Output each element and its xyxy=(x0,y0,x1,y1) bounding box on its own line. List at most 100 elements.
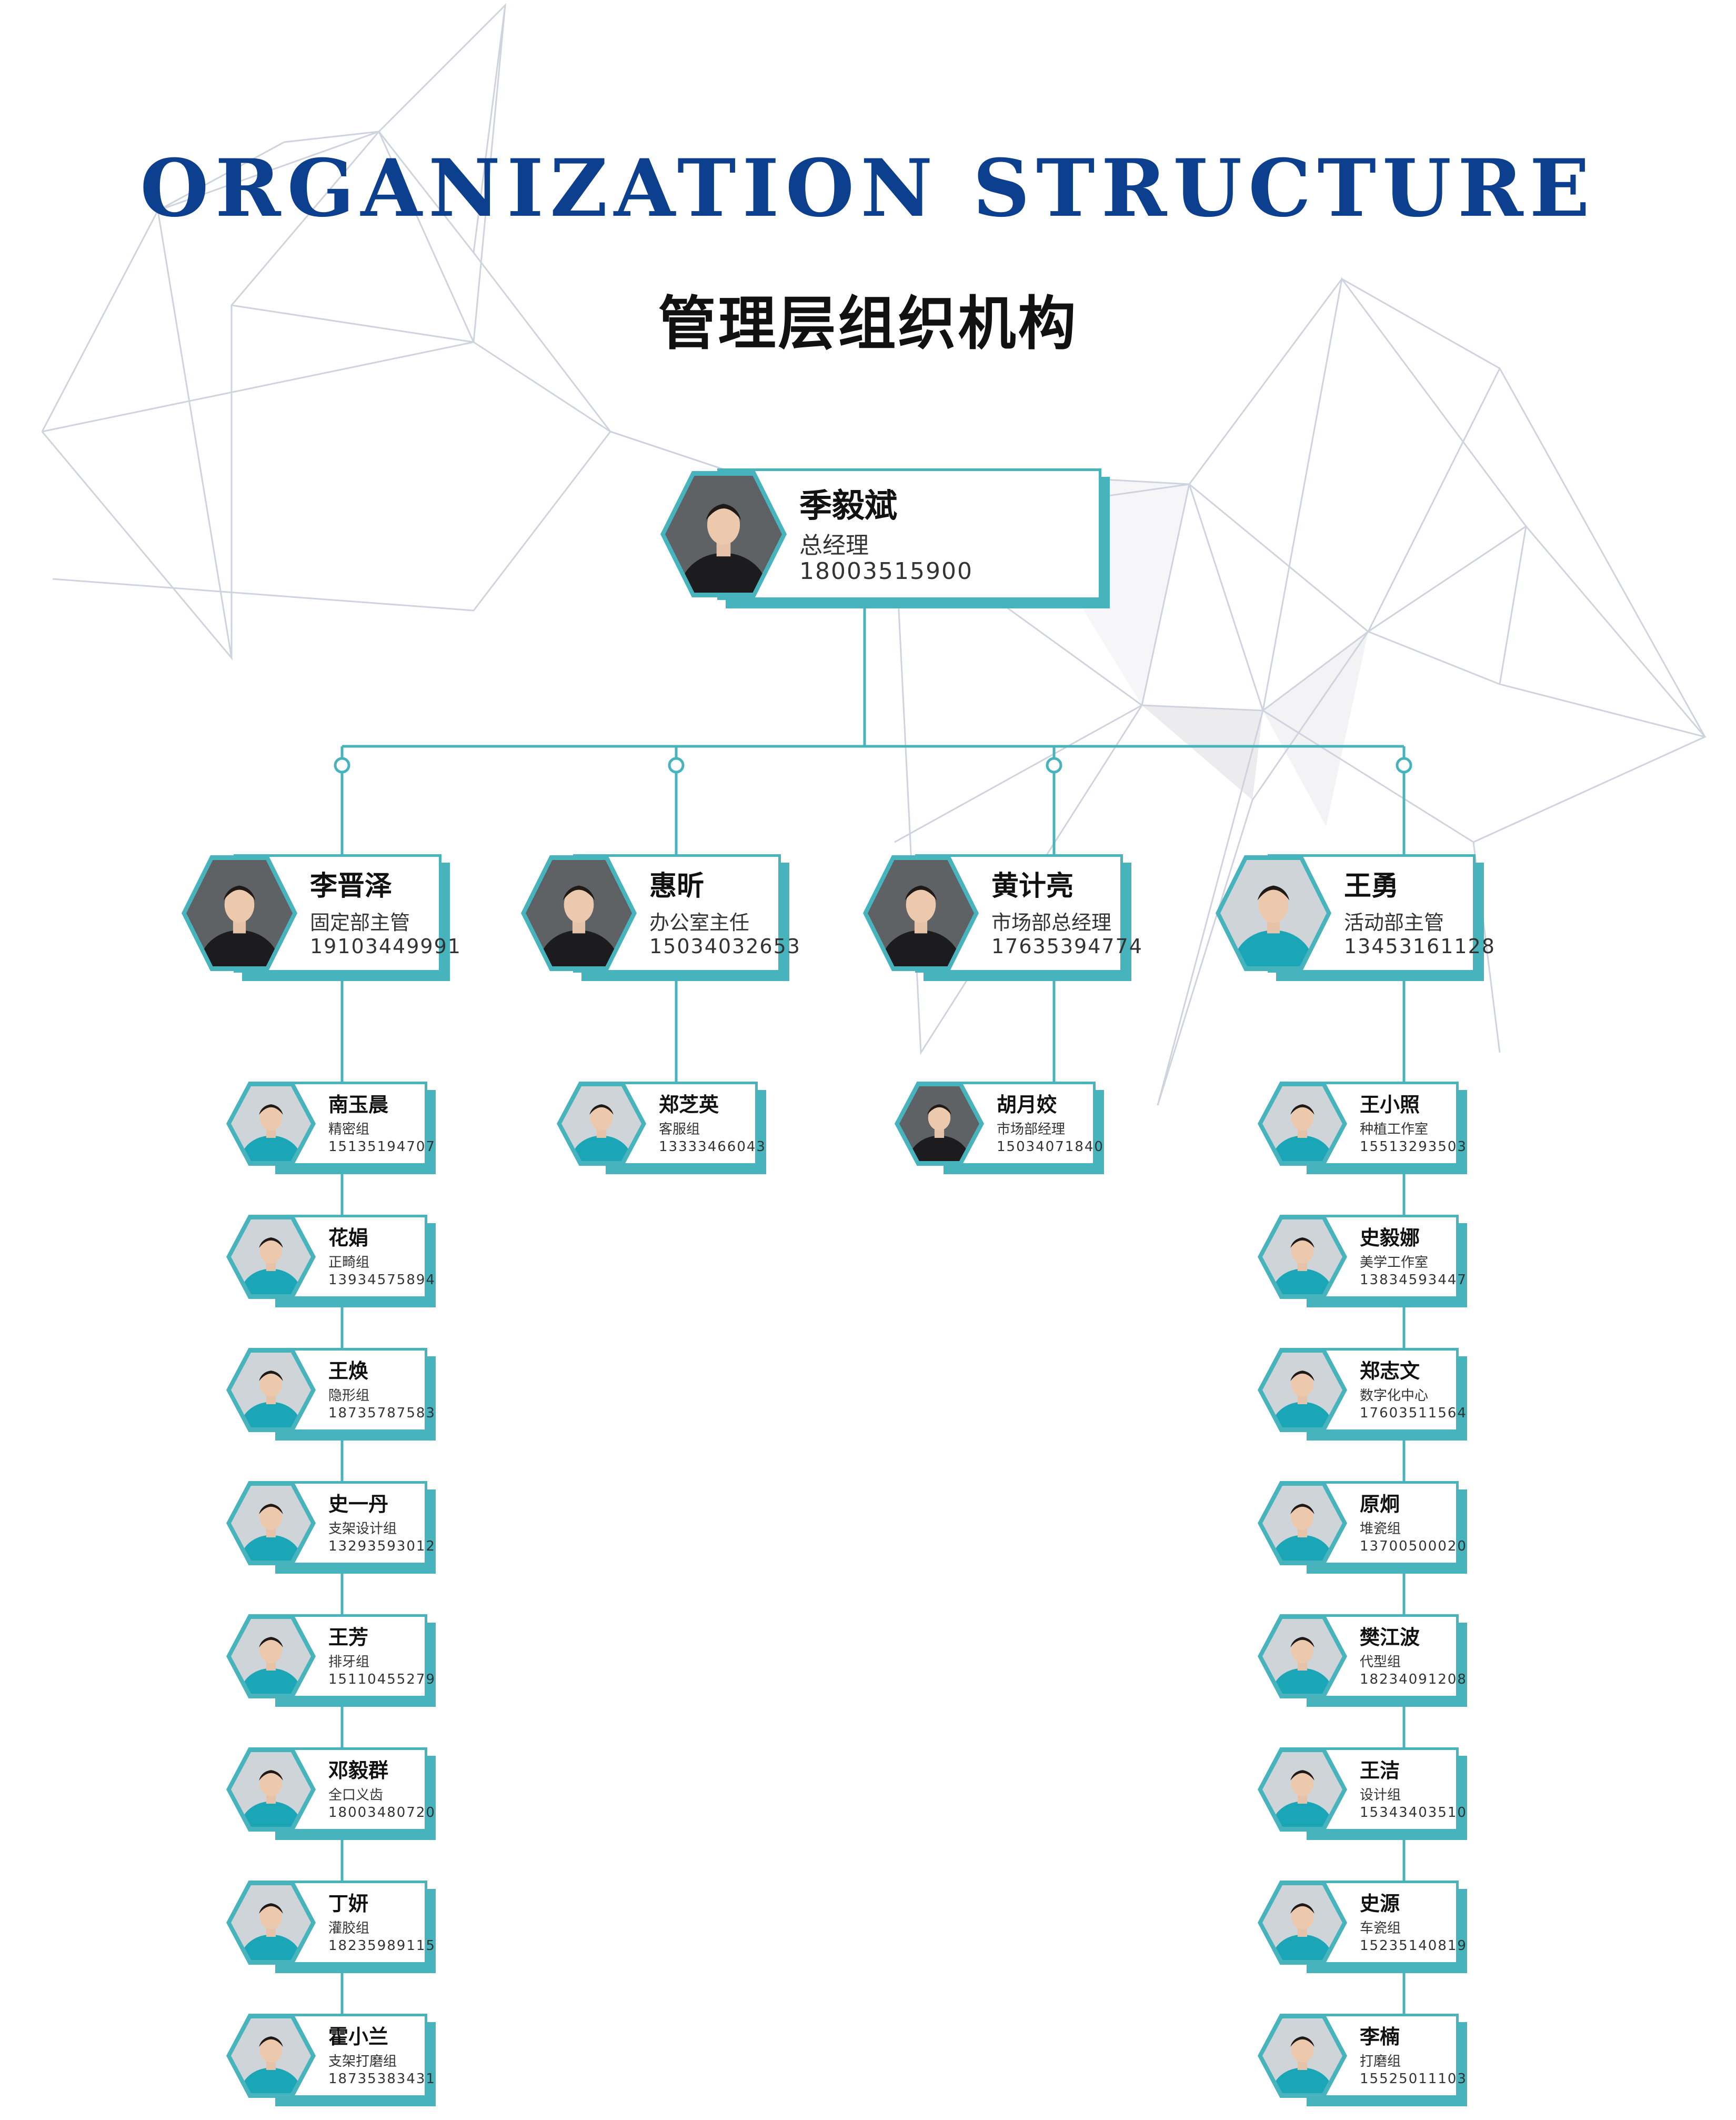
person-role: 灌胶组 xyxy=(328,1921,370,1937)
person-name: 惠昕 xyxy=(649,870,705,902)
person-phone: 18735787583 xyxy=(328,1405,436,1421)
person-phone: 13834593447 xyxy=(1360,1272,1467,1288)
avatar xyxy=(231,1219,311,1294)
person-role: 数字化中心 xyxy=(1360,1388,1429,1404)
person-role: 支架设计组 xyxy=(328,1521,397,1537)
person-name: 胡月姣 xyxy=(997,1093,1057,1116)
person-phone: 15525011103 xyxy=(1360,2071,1467,2087)
avatar xyxy=(526,860,632,966)
junction-dot xyxy=(668,757,685,774)
avatar xyxy=(231,1752,311,1827)
person-phone: 13333466043 xyxy=(659,1138,766,1155)
person-name: 丁妍 xyxy=(328,1892,369,1915)
person-name: 郑芝英 xyxy=(659,1093,719,1116)
avatar xyxy=(1262,1486,1342,1561)
avatar xyxy=(1262,2018,1342,2093)
person-phone: 18235989115 xyxy=(328,1937,436,1954)
person-phone: 13293593012 xyxy=(328,1538,436,1554)
person-phone: 15034032653 xyxy=(649,934,801,958)
person-phone: 15135194707 xyxy=(328,1138,436,1155)
person-name: 王焕 xyxy=(328,1359,369,1383)
junction-dot xyxy=(1046,757,1062,774)
avatar xyxy=(1262,1885,1342,1960)
avatar-frame xyxy=(226,1747,316,1832)
junction-dot xyxy=(334,757,350,774)
avatar xyxy=(868,860,974,966)
avatar-frame xyxy=(557,1082,646,1166)
person-role: 车瓷组 xyxy=(1360,1921,1401,1937)
person-name: 樊江波 xyxy=(1360,1625,1420,1649)
avatar-frame xyxy=(226,1082,316,1166)
avatar xyxy=(231,1353,311,1427)
person-phone: 13934575894 xyxy=(328,1272,436,1288)
avatar xyxy=(1262,1086,1342,1161)
person-phone: 15034071840 xyxy=(997,1138,1104,1155)
person-role: 市场部总经理 xyxy=(991,911,1112,934)
junction-dot xyxy=(1396,757,1412,774)
person-role: 总经理 xyxy=(799,532,869,559)
person-name: 霍小兰 xyxy=(328,2025,389,2048)
person-role: 代型组 xyxy=(1360,1654,1401,1671)
page-title: ORGANIZATION STRUCTURE xyxy=(140,142,1596,235)
avatar xyxy=(1220,860,1327,966)
avatar-frame xyxy=(226,2014,316,2098)
person-name: 季毅斌 xyxy=(799,486,898,525)
person-name: 王洁 xyxy=(1360,1758,1400,1782)
person-role: 支架打磨组 xyxy=(328,2054,397,2070)
avatar xyxy=(1262,1353,1342,1427)
page-subtitle: 管理层组织机构 xyxy=(658,290,1078,357)
avatar-frame xyxy=(1216,855,1331,971)
avatar xyxy=(899,1086,979,1161)
person-name: 王勇 xyxy=(1344,870,1399,902)
person-name: 原炯 xyxy=(1360,1492,1400,1516)
avatar xyxy=(1262,1752,1342,1827)
avatar xyxy=(231,2018,311,2093)
person-role: 固定部主管 xyxy=(310,911,410,934)
person-role: 活动部主管 xyxy=(1344,911,1444,934)
avatar-frame xyxy=(226,1215,316,1299)
person-role: 堆瓷组 xyxy=(1360,1521,1401,1537)
person-role: 全口义齿 xyxy=(328,1787,384,1804)
avatar xyxy=(665,476,782,593)
person-name: 史一丹 xyxy=(328,1492,389,1516)
person-role: 精密组 xyxy=(328,1122,370,1138)
person-role: 办公室主任 xyxy=(649,911,750,934)
person-phone: 13453161128 xyxy=(1344,934,1496,958)
avatar xyxy=(231,1885,311,1960)
person-role: 正畸组 xyxy=(328,1255,370,1271)
avatar-frame xyxy=(660,471,787,597)
avatar-frame xyxy=(226,1881,316,1965)
person-phone: 18735383431 xyxy=(328,2071,436,2087)
avatar xyxy=(1262,1219,1342,1294)
person-phone: 18003515900 xyxy=(799,558,973,585)
person-name: 李晋泽 xyxy=(310,870,393,902)
avatar xyxy=(561,1086,641,1161)
person-role: 隐形组 xyxy=(328,1388,370,1404)
person-name: 王小照 xyxy=(1360,1093,1420,1116)
person-role: 打磨组 xyxy=(1360,2054,1401,2070)
avatar xyxy=(186,860,293,966)
avatar xyxy=(1262,1619,1342,1694)
person-role: 客服组 xyxy=(659,1122,700,1138)
person-role: 排牙组 xyxy=(328,1654,370,1671)
avatar-frame xyxy=(226,1481,316,1565)
person-name: 黄计亮 xyxy=(991,870,1074,902)
person-name: 南玉晨 xyxy=(328,1093,389,1116)
person-phone: 15235140819 xyxy=(1360,1937,1467,1954)
avatar-frame xyxy=(1258,1881,1347,1965)
person-phone: 15343403510 xyxy=(1360,1804,1467,1821)
person-name: 史毅娜 xyxy=(1360,1226,1420,1249)
avatar-frame xyxy=(226,1348,316,1432)
person-phone: 17603511564 xyxy=(1360,1405,1467,1421)
person-phone: 18234091208 xyxy=(1360,1671,1467,1687)
person-phone: 15110455279 xyxy=(328,1671,436,1687)
avatar xyxy=(231,1086,311,1161)
person-name: 史源 xyxy=(1360,1892,1400,1915)
person-name: 李楠 xyxy=(1360,2025,1400,2048)
person-role: 设计组 xyxy=(1360,1787,1401,1804)
person-role: 市场部经理 xyxy=(997,1122,1066,1138)
person-role: 美学工作室 xyxy=(1360,1255,1429,1271)
person-name: 王芳 xyxy=(328,1625,369,1649)
person-phone: 18003480720 xyxy=(328,1804,436,1821)
avatar xyxy=(231,1486,311,1561)
